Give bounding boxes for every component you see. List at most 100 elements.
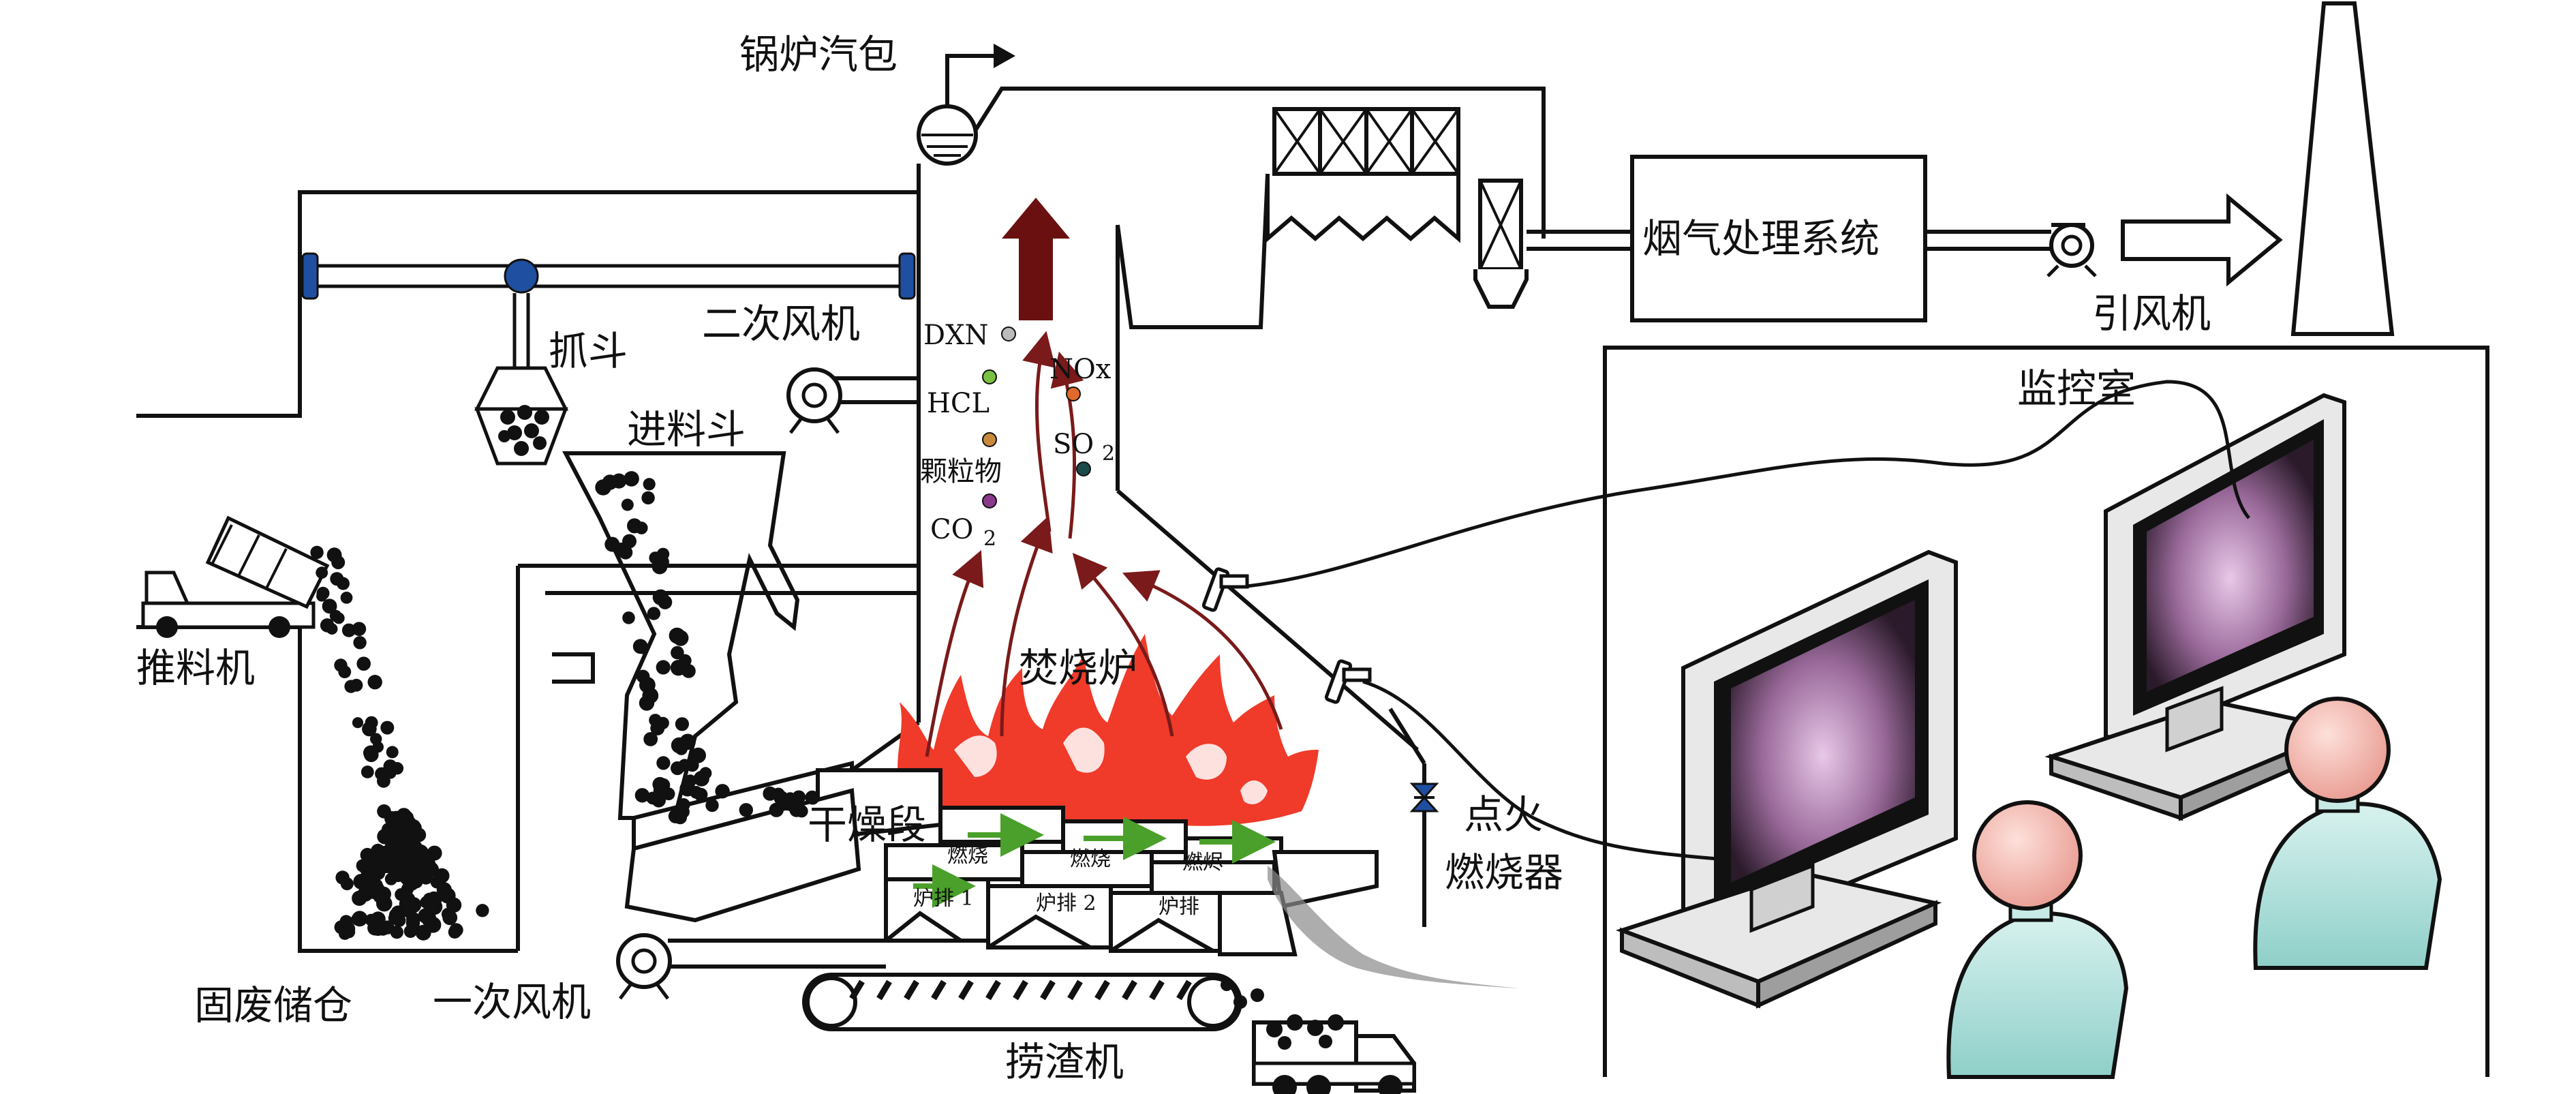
waste-particle (446, 897, 462, 913)
waste-particle (390, 762, 404, 775)
label-co2: CO (930, 514, 973, 545)
waste-particle (651, 558, 668, 575)
label-hcl: HCL (927, 388, 990, 419)
waste-particle (604, 536, 620, 552)
pusher-label: 推料机 (136, 645, 255, 691)
gas-flow-arrows (925, 331, 1283, 757)
control-room-label: 监控室 (2017, 365, 2136, 412)
waste-particle (715, 784, 730, 799)
induced-fan-label: 引风机 (2092, 290, 2211, 337)
waste-particle (785, 798, 799, 812)
waste-particle (407, 864, 420, 877)
label-so2-sub: 2 (1102, 442, 1115, 466)
waste-particle (400, 843, 413, 855)
secondary-fan (786, 367, 919, 434)
waste-particle (331, 556, 346, 570)
slag-remover-label: 捞渣机 (1005, 1039, 1124, 1085)
waste-particle (365, 716, 378, 729)
incinerator-label: 焚烧炉 (1019, 645, 1137, 691)
waste-particle (690, 786, 703, 799)
grate1-label: 炉排 1 (913, 887, 974, 911)
waste-particle (403, 924, 418, 939)
waste-particle (344, 680, 358, 693)
waste-particle (602, 474, 618, 490)
waste-particle (380, 920, 395, 935)
camera-upper (1201, 567, 1249, 612)
waste-particle (316, 566, 328, 579)
pollutant-markers (982, 326, 1091, 508)
label-co2-sub: 2 (983, 527, 996, 551)
waste-particle (739, 803, 754, 817)
waste-particle (427, 845, 442, 861)
label-nox: NOx (1049, 354, 1111, 385)
waste-particle (671, 645, 684, 660)
ash-plume (1268, 866, 1520, 988)
waste-particle (679, 654, 692, 667)
waste-particle (662, 787, 675, 801)
waste-particle (621, 498, 634, 511)
operator-right (2253, 697, 2442, 970)
waste-particle (649, 714, 662, 727)
grate3-label: 炉排 (1159, 895, 1199, 919)
slag-truck (1221, 979, 1416, 1094)
igniter-label-1: 点火 (1464, 791, 1543, 838)
waste-particle (310, 545, 324, 560)
label-dxn: DXN (923, 320, 989, 351)
waste-particle (656, 756, 671, 770)
flue-gas-treatment-label: 烟气处理系统 (1642, 215, 1880, 262)
waste-particle (361, 765, 374, 778)
waste-particle (643, 478, 656, 491)
waste-particle (356, 656, 371, 671)
waste-particle (635, 521, 648, 534)
camera-lower (1324, 659, 1372, 704)
building-outline (136, 164, 921, 723)
igniter (1388, 708, 1439, 927)
waste-particle (340, 877, 354, 891)
waste-particle (363, 745, 378, 761)
waste-particle (624, 471, 639, 487)
waste-particle (322, 598, 337, 614)
storage-label: 固废储仓 (194, 982, 352, 1029)
operator-left (1946, 800, 2129, 1079)
waste-particle (352, 622, 367, 636)
waste-particle (622, 611, 635, 624)
waste-particle (386, 746, 399, 759)
waste-particle (320, 618, 335, 633)
waste-particle (409, 821, 422, 834)
flue-gas-treatment-box (1630, 155, 1927, 322)
pusher-truck (141, 515, 330, 638)
waste-particle (352, 717, 364, 729)
drying-section-label: 干燥段 (808, 802, 926, 848)
camera-cables (1246, 380, 2250, 861)
waste-particle (316, 590, 328, 602)
waste-particle (632, 639, 648, 654)
waste-particle (646, 791, 660, 805)
waste-particle (675, 717, 690, 731)
primary-fan-label: 一次风机 (433, 979, 591, 1025)
waste-particle (357, 885, 373, 902)
waste-particle (679, 733, 696, 750)
waste-particle (641, 491, 655, 505)
monitor-right (2044, 393, 2352, 821)
waste-particle (419, 870, 433, 885)
waste-particle (340, 592, 353, 604)
waste-particle (769, 802, 784, 817)
exhaust-arrow (2121, 193, 2283, 287)
waste-particles (310, 471, 820, 941)
waste-particle (423, 857, 436, 870)
waste-particle (386, 825, 399, 839)
waste-particle (642, 687, 659, 704)
grate-arrows (913, 813, 1276, 908)
dust-collector (1116, 107, 1632, 329)
waste-particle (643, 732, 658, 746)
waste-particle (647, 607, 661, 620)
main-exhaust-arrow (1002, 198, 1070, 320)
burn3-label: 燃烬 (1182, 851, 1223, 875)
chimney (2290, 1, 2395, 336)
burn2-label: 燃烧 (1070, 847, 1111, 871)
waste-particle (686, 758, 699, 772)
grab-label: 抓斗 (549, 328, 628, 374)
grate2-label: 炉排 2 (1036, 892, 1097, 915)
waste-particle (341, 623, 356, 637)
